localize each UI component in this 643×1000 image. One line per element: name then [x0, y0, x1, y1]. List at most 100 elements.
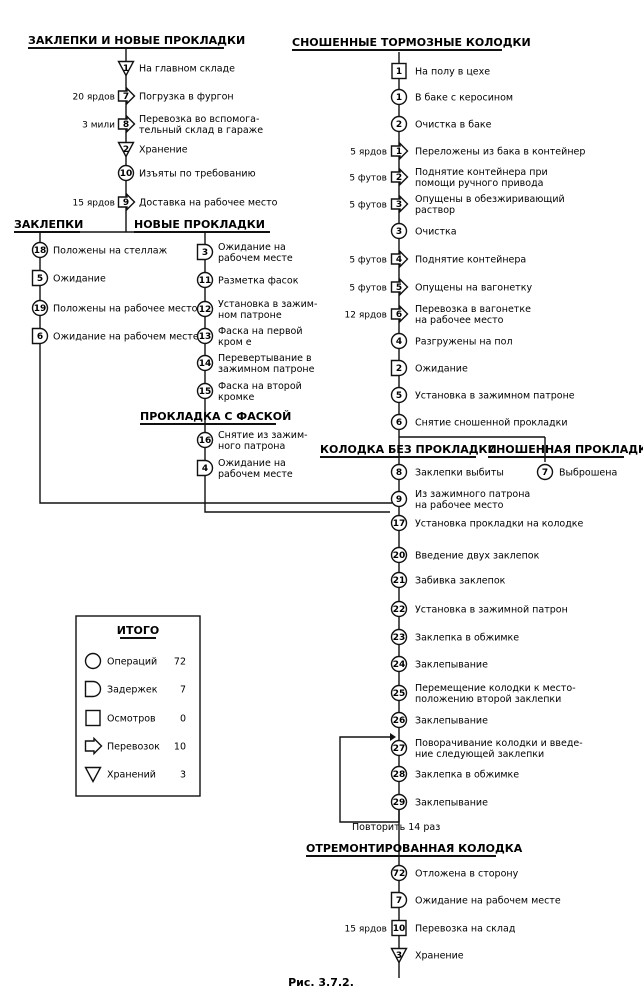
- summary-box: [75, 615, 201, 797]
- left-step-4-text-0: Изъяты по требованию: [139, 169, 256, 180]
- pads-step-3-text-1: кром е: [218, 337, 252, 348]
- pad-to-shoe-connector: [204, 476, 390, 513]
- svg-text:11: 11: [199, 276, 212, 286]
- header-chamfer-pad: ПРОКЛАДКА С ФАСКОЙ: [140, 410, 291, 423]
- header-worn-shoes: СНОШЕННЫЕ ТОРМОЗНЫЕ КОЛОДКИ: [292, 36, 531, 49]
- chamfer-step-0-text-0: Снятие из зажим-: [218, 430, 308, 441]
- repeat-loop: [339, 736, 400, 823]
- left-step-2-distance: 3 мили: [82, 121, 115, 131]
- left-step-3-text-0: Хранение: [139, 145, 188, 156]
- pads-step-2-operation-symbol: 12: [196, 300, 214, 318]
- shoe-step-2-operation-symbol: 17: [390, 514, 408, 532]
- right-step-4-text-1: помощи ручного привода: [415, 178, 543, 189]
- svg-text:26: 26: [393, 716, 406, 726]
- svg-text:8: 8: [123, 120, 129, 130]
- svg-text:27: 27: [393, 744, 406, 754]
- left-step-5-text-0: Доставка на рабочее место: [139, 198, 278, 209]
- shoe-step-4-operation-symbol: 21: [390, 571, 408, 589]
- right-step-6-text-0: Очистка: [415, 227, 457, 238]
- left-step-1-transport-symbol: 7: [117, 86, 136, 106]
- rivets-step-1-delay-symbol: 5: [31, 269, 49, 287]
- left-step-1-text-0: Погрузка в фургон: [139, 92, 234, 103]
- right-step-2-text-0: Очистка в баке: [415, 120, 492, 131]
- rivets-step-0-operation-symbol: 18: [31, 241, 49, 259]
- shoe-step-1-text-0: Из зажимного патрона: [415, 489, 530, 500]
- shoe-step-8-operation-symbol: 25: [390, 684, 408, 702]
- svg-text:16: 16: [199, 436, 212, 446]
- pads-step-5-operation-symbol: 15: [196, 382, 214, 400]
- pads-step-5-text-0: Фаска на второй: [218, 381, 302, 392]
- chamfer-step-0-operation-symbol: 16: [196, 431, 214, 449]
- final-step-3-storage-symbol: 3: [390, 947, 408, 964]
- summary-row-4-value: 3: [180, 770, 186, 781]
- right-step-8-transport-symbol: 5: [390, 277, 409, 297]
- pads-step-4-text-0: Перевертывание в: [218, 353, 312, 364]
- svg-text:1: 1: [396, 147, 402, 157]
- rivets-to-shoe-connector: [39, 344, 392, 504]
- svg-text:29: 29: [393, 798, 406, 808]
- svg-text:20: 20: [393, 551, 406, 561]
- svg-text:4: 4: [396, 337, 402, 347]
- pads-step-0-text-1: рабочем месте: [218, 253, 293, 264]
- summary-row-2-inspect-symbol: [85, 709, 101, 727]
- right-step-13-operation-symbol: 6: [390, 413, 408, 431]
- pads-step-2-text-1: ном патроне: [218, 310, 282, 321]
- svg-text:7: 7: [123, 92, 129, 102]
- header-new-pads: НОВЫЕ ПРОКЛАДКИ: [134, 218, 265, 231]
- summary-row-2-value: 0: [180, 714, 186, 725]
- right-step-5-transport-symbol: 3: [390, 194, 409, 214]
- summary-row-3-label: Перевозок: [107, 742, 160, 753]
- right-step-4-text-0: Поднятие контейнера при: [415, 167, 548, 178]
- rivets-step-2-operation-symbol: 19: [31, 299, 49, 317]
- left-step-5-distance: 15 ярдов: [73, 199, 115, 209]
- shoe-step-12-text-0: Заклепывание: [415, 798, 488, 809]
- left-step-2-transport-symbol: 8: [117, 114, 136, 134]
- svg-text:22: 22: [393, 605, 406, 615]
- pads-step-4-operation-symbol: 14: [196, 354, 214, 372]
- svg-text:15: 15: [199, 387, 212, 397]
- svg-text:17: 17: [393, 519, 406, 529]
- final-step-2-distance: 15 ярдов: [345, 925, 387, 935]
- summary-row-3-transport-symbol: [84, 736, 103, 756]
- shoe-step-2-text-0: Установка прокладки на колодке: [415, 519, 584, 530]
- pads-step-3-operation-symbol: 13: [196, 327, 214, 345]
- rivets-step-3-delay-symbol: 6: [31, 327, 49, 345]
- right-step-9-transport-symbol: 6: [390, 304, 409, 324]
- header-worn-pad: СНОШЕННАЯ ПРОКЛАДКА: [488, 443, 643, 456]
- svg-text:14: 14: [199, 359, 212, 369]
- right-step-3-text-0: Переложены из бака в контейнер: [415, 147, 585, 158]
- shoe-step-5-text-0: Установка в зажимной патрон: [415, 605, 568, 616]
- left-step-4-operation-symbol: 10: [117, 164, 135, 182]
- summary-title: ИТОГО: [117, 624, 159, 637]
- summary-row-1-label: Задержек: [107, 685, 158, 696]
- figure-caption: Рис. 3.7.2.: [288, 976, 354, 989]
- pads-step-0-delay-symbol: 3: [196, 243, 214, 261]
- svg-text:6: 6: [396, 310, 402, 320]
- header-shoe-no-pad: КОЛОДКА БЕЗ ПРОКЛАДКИ: [320, 443, 497, 456]
- left-step-0-text-0: На главном складе: [139, 64, 235, 75]
- repeat-arrow-icon: [390, 733, 396, 741]
- shoe-step-1-text-1: на рабочее место: [415, 500, 504, 511]
- shoe-step-1-operation-symbol: 9: [390, 490, 408, 508]
- shoe-step-10-text-0: Поворачивание колодки и введе-: [415, 738, 583, 749]
- right-step-7-distance: 5 футов: [349, 256, 387, 266]
- summary-row-4-label: Хранений: [107, 770, 156, 781]
- rivets-step-3-text-0: Ожидание на рабочем месте: [53, 332, 199, 343]
- shoe-step-9-operation-symbol: 26: [390, 711, 408, 729]
- svg-text:3: 3: [202, 248, 208, 258]
- final-step-2-text-0: Перевозка на склад: [415, 924, 516, 935]
- left-step-3-storage-symbol: 2: [117, 141, 135, 158]
- left-step-5-transport-symbol: 9: [117, 192, 136, 212]
- shoe-step-8-text-0: Перемещение колодки к место-: [415, 683, 576, 694]
- rivets-step-1-text-0: Ожидание: [53, 274, 106, 285]
- right-step-1-operation-symbol: 1: [390, 88, 408, 106]
- svg-text:10: 10: [120, 169, 133, 179]
- header-repaired: ОТРЕМОНТИРОВАННАЯ КОЛОДКА: [306, 842, 523, 855]
- right-step-0-inspect-symbol: 1: [391, 62, 407, 80]
- svg-text:3: 3: [396, 227, 402, 237]
- svg-text:7: 7: [542, 468, 548, 478]
- summary-row-0-value: 72: [174, 657, 186, 668]
- final-step-1-delay-symbol: 7: [390, 891, 408, 909]
- svg-text:9: 9: [396, 495, 402, 505]
- pads-step-4-text-1: зажимном патроне: [218, 364, 315, 375]
